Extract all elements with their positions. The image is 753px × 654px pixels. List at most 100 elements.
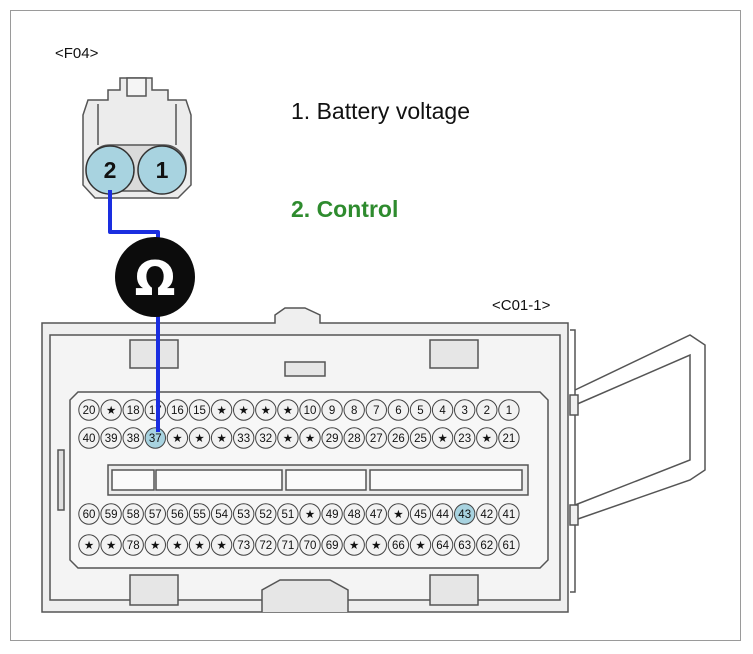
c01-pin: ★ [431, 427, 454, 449]
c01-pin: ★ [100, 399, 122, 421]
c01-connector [41, 307, 706, 613]
c01-pin: 18 [122, 399, 144, 421]
c01-pin-label: 64 [436, 540, 449, 552]
c01-pin: ★ [299, 427, 321, 449]
c01-pin: ★ [210, 534, 233, 556]
c01-pin-label: 66 [392, 540, 405, 552]
c01-pin: 39 [100, 427, 122, 449]
c01-pin-label: 47 [370, 509, 383, 521]
c01-pin-label: 51 [282, 509, 295, 521]
c01-pin-label: ★ [216, 433, 226, 445]
c01-pin-label: ★ [482, 433, 492, 445]
c01-pin-label: ★ [283, 405, 293, 417]
c01-pin: 66 [387, 534, 410, 556]
c01-pin: 10 [299, 399, 321, 421]
c01-pin-label: 21 [503, 433, 516, 445]
c01-pin: 51 [277, 503, 299, 525]
c01-pin-label: ★ [150, 540, 160, 552]
c01-pin: 47 [365, 503, 387, 525]
c01-pin-label: 16 [171, 405, 184, 417]
c01-pin: ★ [100, 534, 122, 556]
c01-pin-label: 29 [326, 433, 339, 445]
c01-pin-label: 58 [127, 509, 140, 521]
c01-pin: ★ [277, 399, 299, 421]
ohm-symbol: Ω [135, 251, 176, 307]
c01-pin: 20 [78, 399, 100, 421]
legend-battery-voltage: 1. Battery voltage [291, 98, 470, 124]
c01-pin-label: 15 [193, 405, 206, 417]
c01-pin-label: 61 [503, 540, 516, 552]
c01-pin: 5 [409, 399, 432, 421]
c01-pin: ★ [365, 534, 387, 556]
ohm-meter-icon: Ω [115, 237, 195, 317]
c01-pin: 56 [166, 503, 189, 525]
c01-pin: 27 [365, 427, 387, 449]
c01-pin: 2 [476, 399, 498, 421]
c01-pin-label: 18 [127, 405, 140, 417]
c01-pin-label: 2 [484, 405, 490, 417]
c01-pin: 4 [431, 399, 454, 421]
c01-pin: 54 [210, 503, 233, 525]
c01-pin-label: 52 [259, 509, 272, 521]
c01-pin-label: ★ [305, 509, 315, 521]
c01-pin: 17 [144, 399, 167, 421]
c01-pin: 28 [343, 427, 365, 449]
c01-pin-label: ★ [106, 405, 116, 417]
c01-pin-label: 57 [149, 509, 162, 521]
c01-pin-label: ★ [305, 433, 315, 445]
c01-pin-label: ★ [415, 540, 425, 552]
c01-pin-label: ★ [349, 540, 359, 552]
c01-pin-label: 59 [105, 509, 118, 521]
c01-pin: 58 [122, 503, 144, 525]
f04-connector-label: <F04> [55, 45, 99, 62]
c01-pin-label: ★ [239, 405, 249, 417]
c01-pin-label: 60 [83, 509, 96, 521]
c01-pin: ★ [299, 503, 321, 525]
c01-pin-label: 20 [83, 405, 96, 417]
c01-pin: 7 [365, 399, 387, 421]
c01-pin: 52 [255, 503, 277, 525]
c01-pin-label: 71 [282, 540, 295, 552]
c01-pin: ★ [409, 534, 432, 556]
f04-pin-1: 1 [137, 145, 187, 195]
c01-pin: 60 [78, 503, 100, 525]
c01-pin: 40 [78, 427, 100, 449]
c01-pin: 64 [431, 534, 454, 556]
c01-pin-label: 8 [351, 405, 357, 417]
c01-pin: 69 [321, 534, 343, 556]
c01-pin-label: 44 [436, 509, 449, 521]
c01-pin: 44 [431, 503, 454, 525]
c01-pin-label: ★ [84, 540, 94, 552]
c01-pin: 9 [321, 399, 343, 421]
c01-pin-label: 48 [348, 509, 361, 521]
c01-pin-label: ★ [194, 540, 204, 552]
c01-pin: 1 [498, 399, 520, 421]
c01-pin-label: ★ [216, 540, 226, 552]
c01-pin: 8 [343, 399, 365, 421]
c01-pin-label: 56 [171, 509, 184, 521]
c01-pin-label: ★ [393, 509, 403, 521]
c01-pin: 29 [321, 427, 343, 449]
c01-pin-label: 63 [458, 540, 471, 552]
c01-pin: ★ [210, 399, 233, 421]
c01-pin: 3 [454, 399, 476, 421]
c01-pin-label: 55 [193, 509, 206, 521]
c01-connector-label: <C01-1> [492, 297, 551, 314]
c01-pin: 26 [387, 427, 410, 449]
c01-pin-label: 54 [215, 509, 228, 521]
c01-pin: 41 [498, 503, 520, 525]
c01-pin-label: 33 [237, 433, 250, 445]
c01-pin: 53 [233, 503, 255, 525]
f04-pin-2: 2 [85, 145, 135, 195]
c01-pin-label: ★ [172, 540, 182, 552]
c01-pin: ★ [188, 534, 211, 556]
c01-pin: ★ [233, 399, 255, 421]
c01-pin-label: 38 [127, 433, 140, 445]
c01-pin-label: 25 [414, 433, 427, 445]
f04-pin-2-label: 2 [104, 157, 117, 183]
c01-pin-label: 1 [506, 405, 512, 417]
c01-pin-label: 73 [237, 540, 250, 552]
c01-pin-label: 3 [461, 405, 467, 417]
c01-pin: ★ [277, 427, 299, 449]
